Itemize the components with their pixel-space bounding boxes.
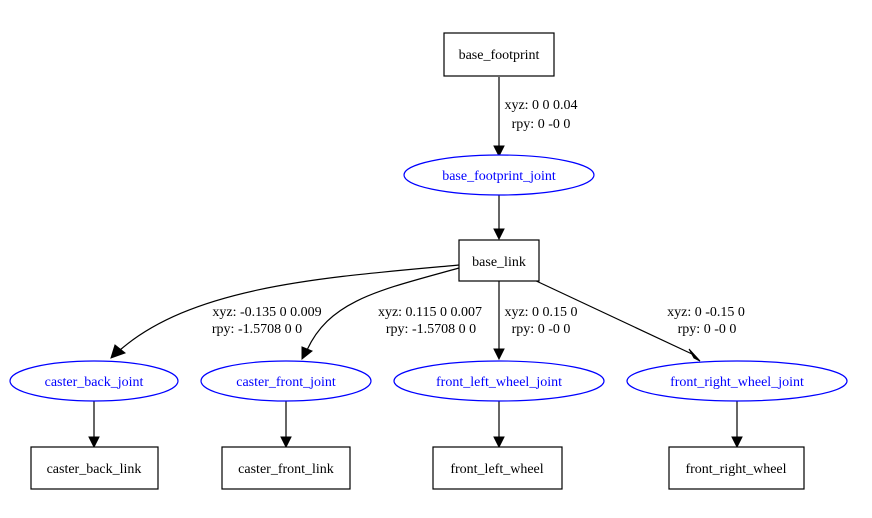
node-base-footprint: base_footprint [443, 32, 555, 77]
node-base-link-label: base_link [472, 255, 526, 270]
edge-base-link-to-caster-front-joint [306, 267, 460, 351]
node-caster-front-joint: caster_front_joint [200, 360, 372, 402]
label-caster-front-joint-xyz: xyz: 0.115 0 0.007 [378, 305, 482, 320]
arrowhead [88, 436, 100, 449]
edge-base-link-to-front-right-wheel-joint [531, 278, 693, 355]
arrowhead [493, 145, 505, 158]
arrowhead [493, 228, 505, 241]
node-front-left-wheel-joint: front_left_wheel_joint [393, 360, 605, 402]
node-front-right-wheel-joint: front_right_wheel_joint [626, 360, 848, 402]
arrowhead [301, 346, 313, 361]
arrowhead [731, 436, 743, 449]
arrowhead [493, 348, 505, 361]
node-base-footprint-joint: base_footprint_joint [403, 154, 595, 196]
node-caster-back-joint: caster_back_joint [9, 360, 179, 402]
label-front-left-wheel-joint-xyz: xyz: 0 0.15 0 [504, 305, 577, 320]
label-front-right-wheel-joint-xyz: xyz: 0 -0.15 0 [667, 305, 745, 320]
node-caster-back-link: caster_back_link [30, 446, 159, 490]
arrowhead [493, 436, 505, 449]
node-caster-back-link-label: caster_back_link [47, 462, 142, 477]
node-caster-front-link-label: caster_front_link [238, 462, 334, 477]
node-front-left-wheel-label: front_left_wheel [450, 462, 543, 477]
node-front-right-wheel: front_right_wheel [668, 446, 805, 490]
node-base-footprint-label: base_footprint [459, 48, 540, 63]
label-front-right-wheel-joint-rpy: rpy: 0 -0 0 [678, 322, 737, 337]
arrowhead [280, 436, 292, 449]
label-base-footprint-joint-rpy: rpy: 0 -0 0 [512, 117, 571, 132]
node-base-link: base_link [458, 239, 540, 282]
arrowhead [688, 348, 701, 362]
label-caster-back-joint-xyz: xyz: -0.135 0 0.009 [212, 305, 321, 320]
node-caster-back-joint-label: caster_back_joint [45, 375, 144, 390]
edge-base-link-to-caster-back-joint [119, 264, 460, 351]
label-caster-front-joint-rpy: rpy: -1.5708 0 0 [386, 322, 476, 337]
node-front-right-wheel-label: front_right_wheel [685, 462, 786, 477]
label-base-footprint-joint-xyz: xyz: 0 0 0.04 [504, 98, 577, 113]
label-front-left-wheel-joint-rpy: rpy: 0 -0 0 [512, 322, 571, 337]
node-base-footprint-joint-label: base_footprint_joint [442, 169, 556, 184]
label-caster-back-joint-rpy: rpy: -1.5708 0 0 [212, 322, 302, 337]
arrowhead [110, 344, 127, 359]
node-caster-front-link: caster_front_link [221, 446, 351, 490]
node-front-left-wheel: front_left_wheel [432, 446, 563, 490]
node-front-left-wheel-joint-label: front_left_wheel_joint [436, 375, 562, 390]
node-caster-front-joint-label: caster_front_joint [236, 375, 336, 390]
node-front-right-wheel-joint-label: front_right_wheel_joint [670, 375, 804, 390]
